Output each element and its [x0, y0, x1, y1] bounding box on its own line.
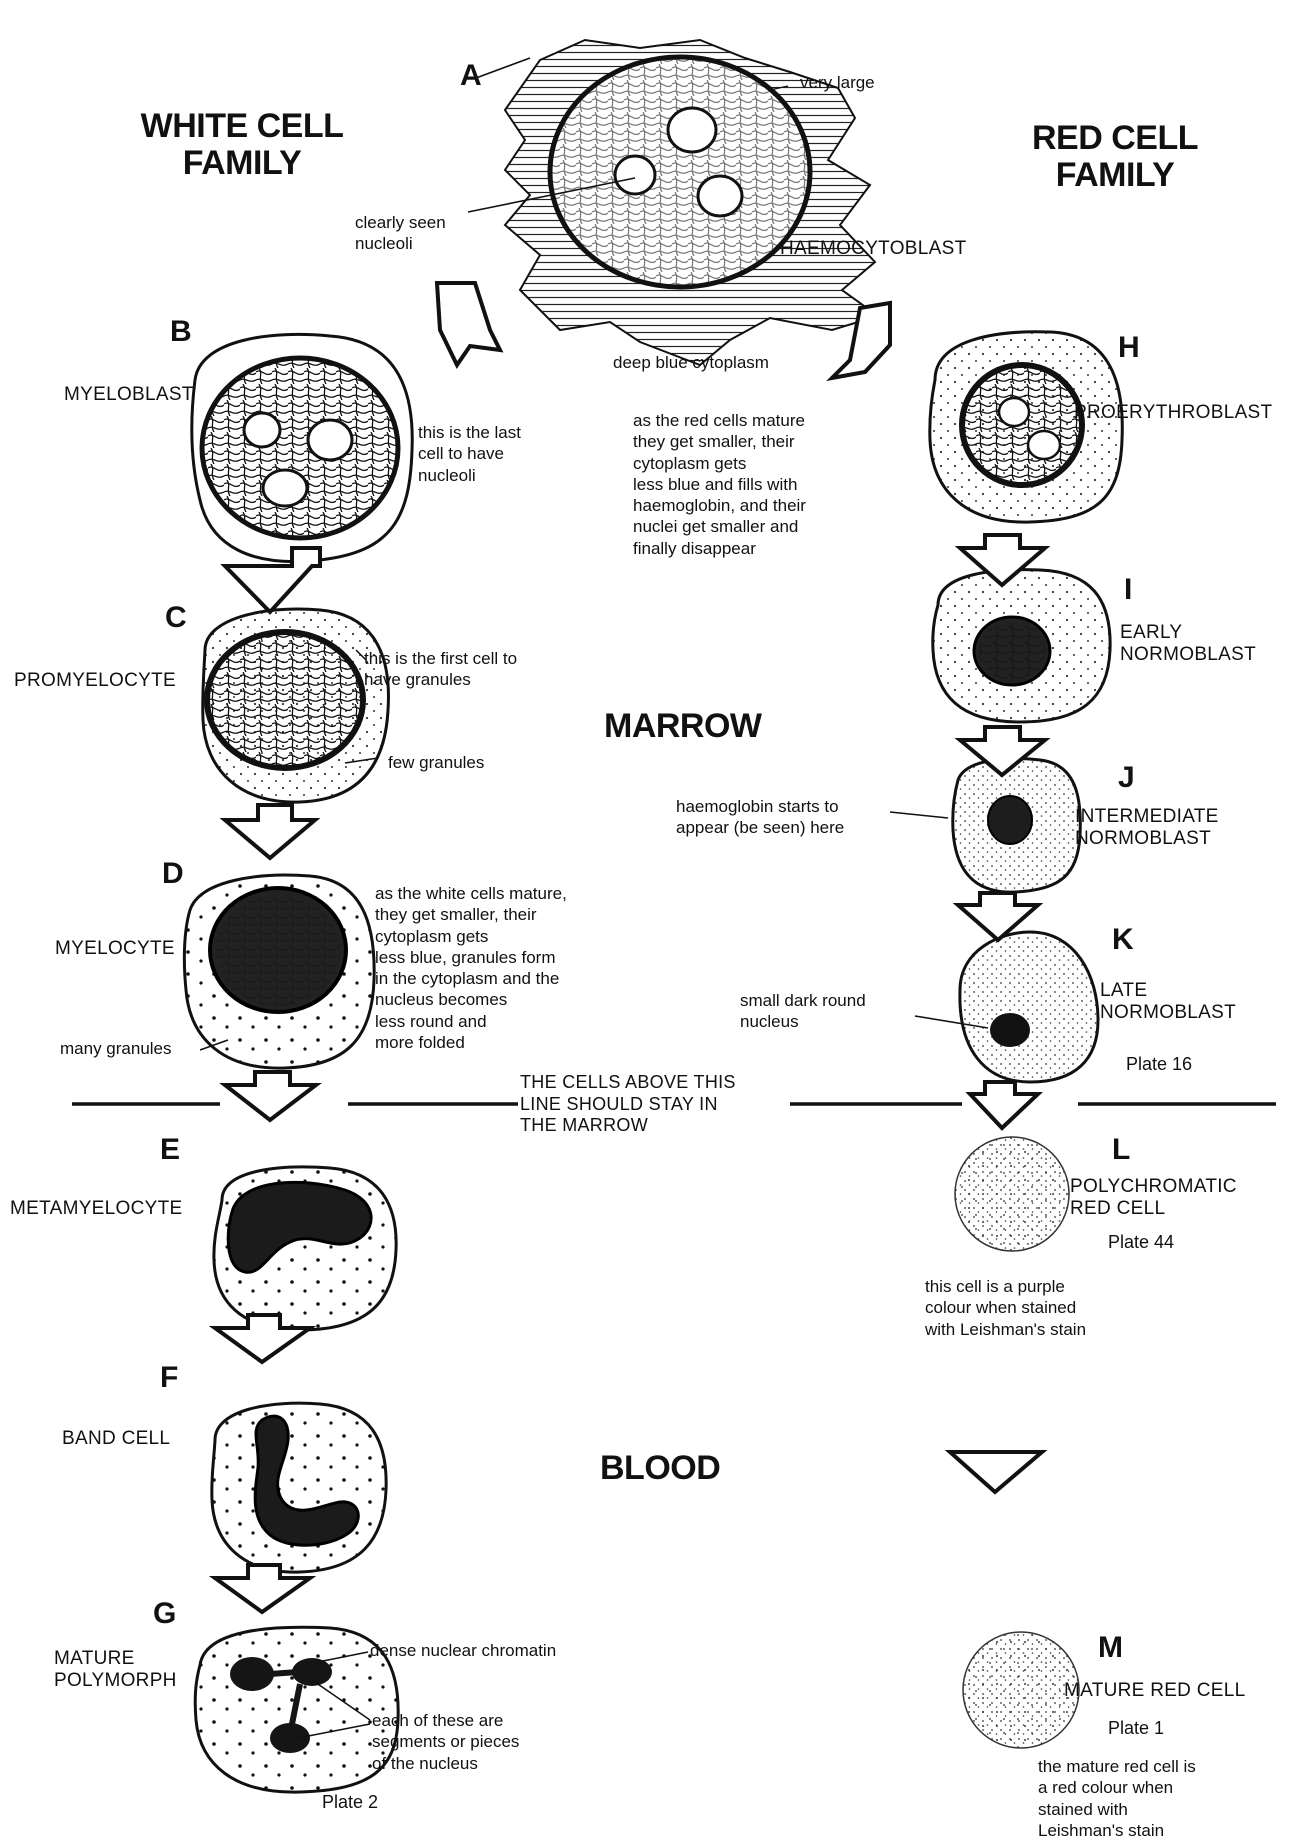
metamyelocyte-cell	[214, 1167, 396, 1330]
arrow-a-to-b	[437, 283, 500, 365]
very-large-note: very large	[800, 72, 875, 93]
cell-letter-l: L	[1112, 1132, 1130, 1167]
myeloblast-cell	[192, 334, 413, 561]
cell-letter-a: A	[460, 58, 482, 93]
cell-letter-f: F	[160, 1360, 178, 1395]
arrow-d-to-e	[225, 1072, 316, 1120]
early-normoblast-label: EARLY NORMOBLAST	[1120, 622, 1256, 667]
proerythroblast-cell	[930, 332, 1122, 522]
band-cell	[212, 1403, 386, 1572]
purple-colour-note: this cell is a purple colour when staine…	[925, 1276, 1086, 1340]
plate-16-label: Plate 16	[1126, 1054, 1192, 1075]
red-cell-family-heading: RED CELL FAMILY	[965, 120, 1265, 193]
clearly-seen-nucleoli-note: clearly seen nucleoli	[355, 212, 446, 255]
red-maturation-note: as the red cells mature they get smaller…	[633, 410, 806, 559]
cell-letter-c: C	[165, 600, 187, 635]
arrow-l-to-m	[950, 1452, 1042, 1492]
myelocyte-label: MYELOCYTE	[55, 938, 175, 960]
many-granules-note: many granules	[60, 1038, 172, 1059]
promyelocyte-cell	[203, 609, 389, 802]
haemocytoblast-label: HAEMOCYTOBLAST	[780, 238, 967, 260]
white-maturation-note: as the white cells mature, they get smal…	[375, 883, 567, 1053]
cell-letter-k: K	[1112, 922, 1134, 957]
cell-letter-d: D	[162, 856, 184, 891]
mature-red-cell-label: MATURE RED CELL	[1064, 1680, 1246, 1702]
metamyelocyte-label: METAMYELOCYTE	[10, 1198, 182, 1220]
plate-2-label: Plate 2	[322, 1792, 378, 1813]
deep-blue-cytoplasm-note: deep blue cytoplasm	[613, 352, 769, 373]
myelocyte-cell	[184, 875, 374, 1068]
proerythroblast-label: PROERYTHROBLAST	[1074, 402, 1272, 424]
polychromatic-red-cell-label: POLYCHROMATIC RED CELL	[1070, 1176, 1237, 1221]
white-cell-family-heading: WHITE CELL FAMILY	[92, 108, 392, 181]
polychromatic-red-cell	[955, 1137, 1069, 1251]
last-nucleoli-note: this is the last cell to have nucleoli	[418, 422, 521, 486]
cell-letter-g: G	[153, 1596, 176, 1631]
blood-label: BLOOD	[600, 1448, 720, 1488]
small-dark-nucleus-note: small dark round nucleus	[740, 990, 866, 1033]
mature-polymorph-label: MATURE POLYMORPH	[54, 1648, 177, 1693]
intermediate-normoblast-cell	[953, 759, 1081, 892]
few-granules-note: few granules	[388, 752, 484, 773]
haemoglobin-appears-note: haemoglobin starts to appear (be seen) h…	[676, 796, 844, 839]
arrow-k-to-l	[970, 1082, 1038, 1128]
intermediate-normoblast-label: INTERMEDIATE NORMOBLAST	[1075, 806, 1219, 851]
mature-red-cell	[963, 1632, 1079, 1748]
myeloblast-label: MYELOBLAST	[64, 384, 194, 406]
cell-letter-b: B	[170, 314, 192, 349]
band-cell-label: BAND CELL	[62, 1428, 170, 1450]
plate-44-label: Plate 44	[1108, 1232, 1174, 1253]
marrow-line-note: THE CELLS ABOVE THIS LINE SHOULD STAY IN…	[520, 1072, 736, 1137]
dense-chromatin-note: dense nuclear chromatin	[370, 1640, 556, 1661]
cell-letter-j: J	[1118, 760, 1135, 795]
cell-letter-e: E	[160, 1132, 180, 1167]
cell-letter-h: H	[1118, 330, 1140, 365]
plate-1-label: Plate 1	[1108, 1718, 1164, 1739]
red-colour-note: the mature red cell is a red colour when…	[1038, 1756, 1196, 1841]
late-normoblast-cell	[960, 932, 1098, 1082]
cell-letter-m: M	[1098, 1630, 1123, 1665]
segments-note: each of these are segments or pieces of …	[372, 1710, 519, 1774]
marrow-label: MARROW	[604, 706, 762, 746]
promyelocyte-label: PROMYELOCYTE	[14, 670, 176, 692]
late-normoblast-label: LATE NORMOBLAST	[1100, 980, 1236, 1025]
early-normoblast-cell	[933, 570, 1110, 722]
cell-letter-i: I	[1124, 572, 1132, 607]
arrow-c-to-d	[225, 805, 315, 858]
first-granules-note: this is the first cell to have granules	[364, 648, 517, 691]
